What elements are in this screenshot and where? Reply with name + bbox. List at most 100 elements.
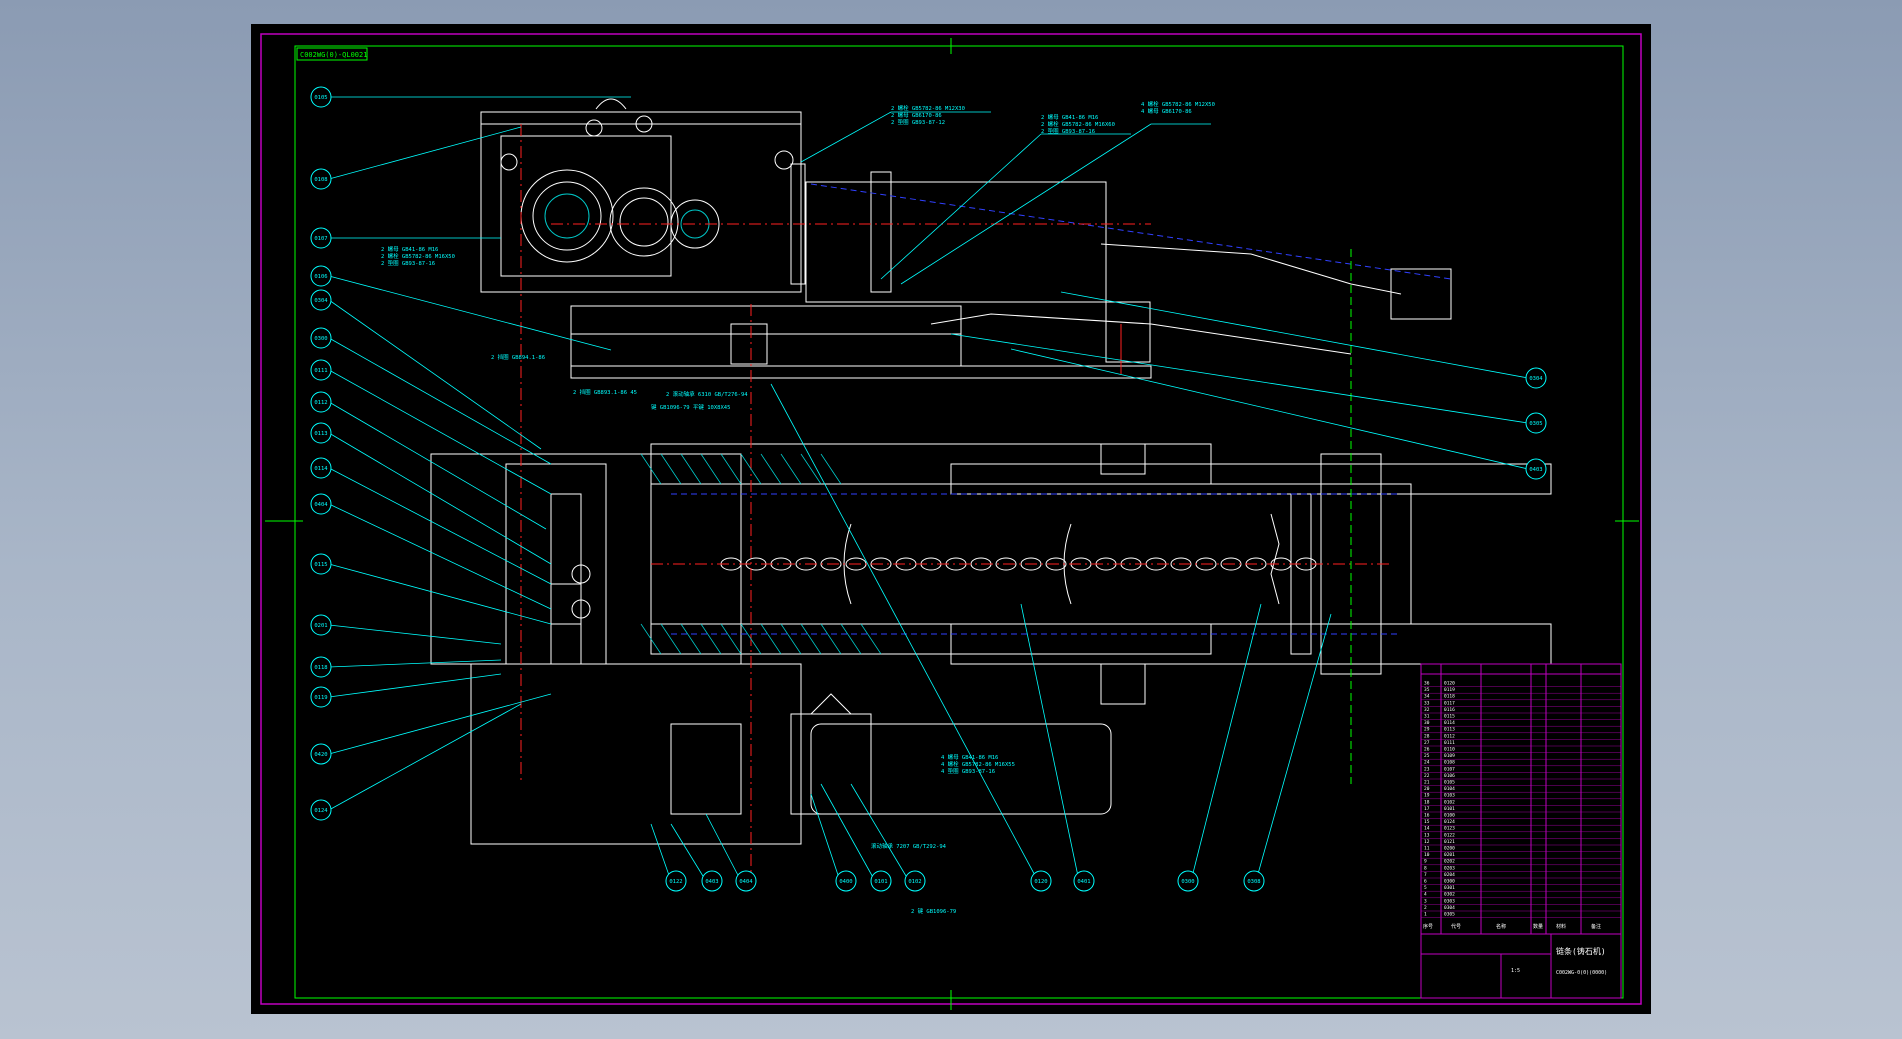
parts-row-code: 0200: [1444, 846, 1455, 852]
balloon: [310, 327, 332, 349]
note: 2 滚动轴承 6310 GB/T276-94: [666, 390, 748, 398]
balloon-label: 0113: [314, 431, 327, 437]
parts-row-code: 0110: [1444, 747, 1455, 753]
balloon-label: 0120: [1034, 879, 1047, 885]
balloon-label: 0112: [314, 400, 327, 406]
parts-row-code: 0204: [1444, 872, 1455, 878]
parts-row-code: 0101: [1444, 806, 1455, 812]
parts-row-code: 0100: [1444, 813, 1455, 819]
drawing-title: 链条(铸石机): [1556, 946, 1606, 956]
balloon: [310, 614, 332, 636]
balloon: [310, 553, 332, 575]
balloon: [870, 870, 892, 892]
outer-frame: [260, 33, 1642, 1005]
parts-row-code: 0106: [1444, 773, 1455, 779]
balloon: [665, 870, 687, 892]
note: 2 垫圈 GB93-87-16: [1041, 127, 1095, 135]
note: 4 螺栓 GB5782-86 M12X50: [1141, 100, 1215, 108]
balloon-label: 0108: [314, 177, 327, 183]
parts-row-index: 29: [1424, 727, 1430, 733]
balloon-label: 0114: [314, 466, 328, 472]
parts-row-index: 27: [1424, 740, 1430, 746]
note: 2 垫圈 GB93-87-16: [381, 259, 435, 267]
parts-row-index: 36: [1424, 681, 1430, 687]
parts-row-index: 34: [1424, 694, 1430, 700]
frame-label-box: [296, 47, 368, 61]
parts-row-index: 28: [1424, 733, 1430, 739]
balloon: [310, 799, 332, 821]
note: 4 螺栓 GB5782-86 M16X55: [941, 760, 1015, 768]
balloon-label: 0105: [314, 95, 327, 101]
parts-row-index: 11: [1424, 846, 1430, 852]
balloon-label: 0401: [1077, 879, 1090, 885]
hidden-lines: [520, 124, 1452, 884]
main-assembly-view: [430, 443, 1552, 845]
parts-row-code: 0303: [1444, 898, 1455, 904]
parts-row-code: 0111: [1444, 740, 1455, 746]
cad-drawing: C002WG(0)-QL0021: [260, 33, 1642, 1010]
balloon-label: 0122: [669, 879, 682, 885]
parts-row-index: 10: [1424, 852, 1430, 858]
parts-row-index: 21: [1424, 780, 1430, 786]
balloon: [1073, 870, 1095, 892]
balloons-right: 0304 0305 0403: [1525, 367, 1547, 480]
balloon: [1243, 870, 1265, 892]
balloon-label: 0403: [705, 879, 718, 885]
parts-row-index: 19: [1424, 793, 1430, 799]
balloon: [701, 870, 723, 892]
parts-row-code: 0301: [1444, 885, 1455, 891]
parts-row-index: 35: [1424, 687, 1430, 693]
note: 2 键 GB1096-79: [911, 907, 956, 915]
drawing-sheet: C002WG(0)-QL0021: [251, 24, 1651, 1014]
balloon-label: 0124: [314, 808, 328, 814]
parts-row-code: 0104: [1444, 786, 1455, 792]
balloon: [835, 870, 857, 892]
parts-row-index: 8: [1424, 865, 1427, 871]
balloon: [310, 227, 332, 249]
balloon: [1525, 412, 1547, 434]
parts-row-code: 0123: [1444, 826, 1455, 832]
note: 2 螺母 GB41-86 M16: [1041, 113, 1098, 121]
parts-row-index: 24: [1424, 760, 1430, 766]
parts-row-index: 13: [1424, 832, 1430, 838]
note: 4 螺母 GB6170-86: [1141, 107, 1192, 115]
parts-row-code: 0300: [1444, 879, 1455, 885]
title-area: [1420, 933, 1622, 999]
parts-row-index: 7: [1424, 872, 1427, 878]
balloon: [310, 391, 332, 413]
note: 2 螺母 GB41-86 M16: [381, 245, 438, 253]
balloon: [310, 656, 332, 678]
note: 键 GB1096-79 平键 10X8X45: [651, 403, 730, 411]
parts-row-index: 3: [1424, 898, 1427, 904]
frame-layer: C002WG(0)-QL0021: [260, 33, 1642, 1010]
balloon-label: 0107: [314, 236, 327, 242]
parts-row-index: 6: [1424, 879, 1427, 885]
parts-row-code: 0103: [1444, 793, 1455, 799]
parts-row-code: 0117: [1444, 700, 1455, 706]
parts-row-index: 18: [1424, 799, 1430, 805]
parts-row-index: 20: [1424, 786, 1430, 792]
balloon-label: 0101: [874, 879, 887, 885]
parts-row-index: 9: [1424, 859, 1427, 865]
parts-row-code: 0109: [1444, 753, 1455, 759]
title-block: 序号 代号 名称 数量 材料 备注 链条(铸石机) C002WG-0(0)(00…: [1420, 663, 1622, 999]
balloon: [310, 86, 332, 108]
parts-row-code: 0105: [1444, 780, 1455, 786]
balloon: [1525, 458, 1547, 480]
note: 滚动轴承 7207 GB/T292-94: [871, 842, 947, 850]
balloon: [904, 870, 926, 892]
parts-row-index: 17: [1424, 806, 1430, 812]
balloon-label: 0404: [739, 879, 753, 885]
note: 2 螺母 GB6170-86: [891, 111, 942, 119]
leader-lines: [328, 96, 1529, 882]
parts-row-index: 25: [1424, 753, 1430, 759]
balloon-label: 0420: [314, 752, 327, 758]
balloon: [310, 168, 332, 190]
balloon-label: 0300: [1181, 879, 1194, 885]
parts-row-index: 23: [1424, 766, 1430, 772]
parts-row-code: 0119: [1444, 687, 1455, 693]
parts-row-index: 30: [1424, 720, 1430, 726]
balloon-label: 0119: [314, 695, 327, 701]
parts-row-code: 0202: [1444, 859, 1455, 865]
note: 2 挡圈 GB893.1-86 45: [573, 388, 637, 396]
